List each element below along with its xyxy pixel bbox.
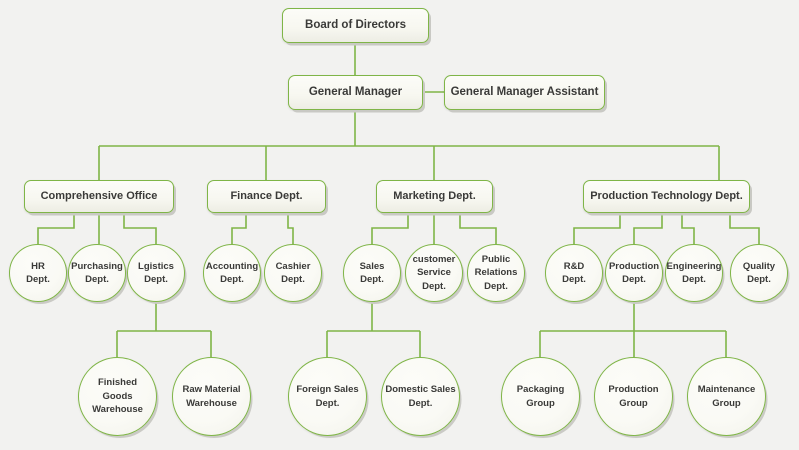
connector-prodtech-to-quality bbox=[729, 213, 760, 244]
connector-prodtech-to-production bbox=[633, 213, 663, 244]
org-node-foreignsales[interactable]: Foreign Sales Dept. bbox=[288, 357, 367, 436]
org-node-comprehensive[interactable]: Comprehensive Office bbox=[24, 180, 174, 213]
org-node-custservice[interactable]: customer Service Dept. bbox=[405, 244, 463, 302]
org-node-label: Raw Material Warehouse bbox=[182, 384, 241, 409]
org-node-packaging[interactable]: Packaging Group bbox=[501, 357, 580, 436]
org-node-label: customer Service Dept. bbox=[412, 253, 456, 292]
org-node-rawmaterial[interactable]: Raw Material Warehouse bbox=[172, 357, 251, 436]
org-node-cashier[interactable]: Cashier Dept. bbox=[264, 244, 322, 302]
org-node-rnd[interactable]: R&D Dept. bbox=[545, 244, 603, 302]
connector-comprehensive-to-hr bbox=[37, 213, 75, 244]
org-node-label: Domestic Sales Dept. bbox=[385, 384, 456, 409]
org-node-label: Quality Dept. bbox=[742, 260, 776, 285]
connector-marketing-to-publicrel bbox=[459, 213, 497, 244]
org-node-board[interactable]: Board of Directors bbox=[282, 8, 429, 43]
org-node-label: Purchasing Dept. bbox=[71, 260, 123, 285]
org-node-publicrel[interactable]: Public Relations Dept. bbox=[467, 244, 525, 302]
org-node-label: Foreign Sales Dept. bbox=[296, 384, 359, 409]
org-node-label: HR Dept. bbox=[26, 260, 50, 285]
connector-comprehensive-to-logistics bbox=[123, 213, 157, 244]
org-node-quality[interactable]: Quality Dept. bbox=[730, 244, 788, 302]
org-node-productiongrp[interactable]: Production Group bbox=[594, 357, 673, 436]
org-node-maintenance[interactable]: Maintenance Group bbox=[687, 357, 766, 436]
org-node-label: Production Technology Dept. bbox=[590, 189, 743, 202]
org-node-label: Public Relations Dept. bbox=[474, 253, 518, 292]
org-node-hr[interactable]: HR Dept. bbox=[9, 244, 67, 302]
org-node-label: R&D Dept. bbox=[562, 260, 586, 285]
org-node-label: Finished Goods Warehouse bbox=[92, 377, 143, 416]
org-node-label: Comprehensive Office bbox=[40, 189, 158, 202]
org-node-accounting[interactable]: Accounting Dept. bbox=[203, 244, 261, 302]
org-node-gm[interactable]: General Manager bbox=[288, 75, 423, 110]
org-node-label: Production Group bbox=[608, 384, 659, 409]
org-node-engineering[interactable]: Engineering Dept. bbox=[665, 244, 723, 302]
org-node-marketing[interactable]: Marketing Dept. bbox=[376, 180, 493, 213]
org-node-label: Marketing Dept. bbox=[393, 189, 476, 202]
org-node-label: General Manager bbox=[308, 86, 403, 99]
org-node-gm_assistant[interactable]: General Manager Assistant bbox=[444, 75, 605, 110]
org-node-label: Board of Directors bbox=[305, 19, 406, 32]
org-node-label: Sales Dept. bbox=[359, 260, 385, 285]
org-node-label: General Manager Assistant bbox=[450, 86, 599, 99]
org-node-label: Accounting Dept. bbox=[205, 260, 259, 285]
connector-marketing-to-sales bbox=[371, 213, 409, 244]
org-node-label: Engineering Dept. bbox=[666, 260, 722, 285]
org-node-prodtech[interactable]: Production Technology Dept. bbox=[583, 180, 750, 213]
org-node-domesticsales[interactable]: Domestic Sales Dept. bbox=[381, 357, 460, 436]
connector-finance-to-accounting bbox=[231, 213, 247, 244]
org-node-finishedgoods[interactable]: Finished Goods Warehouse bbox=[78, 357, 157, 436]
org-node-label: Packaging Group bbox=[516, 384, 565, 409]
org-node-logistics[interactable]: Lgistics Dept. bbox=[127, 244, 185, 302]
connector-prodtech-to-rnd bbox=[573, 213, 621, 244]
org-node-label: Lgistics Dept. bbox=[138, 260, 174, 285]
org-node-label: Cashier Dept. bbox=[275, 260, 311, 285]
org-node-production[interactable]: Production Dept. bbox=[605, 244, 663, 302]
org-node-finance[interactable]: Finance Dept. bbox=[207, 180, 326, 213]
connector-prodtech-to-engineering bbox=[681, 213, 695, 244]
org-node-sales[interactable]: Sales Dept. bbox=[343, 244, 401, 302]
connector-finance-to-cashier bbox=[287, 213, 294, 244]
org-node-purchasing[interactable]: Purchasing Dept. bbox=[68, 244, 126, 302]
org-node-label: Production Dept. bbox=[608, 260, 660, 285]
org-node-label: Finance Dept. bbox=[230, 189, 303, 202]
org-node-label: Maintenance Group bbox=[697, 384, 756, 409]
